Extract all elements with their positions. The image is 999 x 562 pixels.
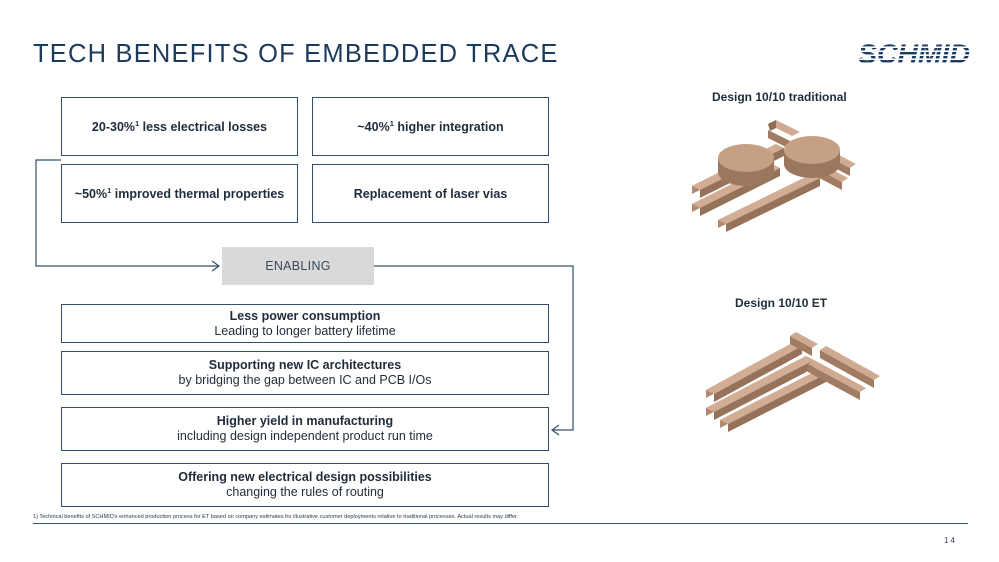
- benefit-box-integration: ~40%1 higher integration: [312, 97, 549, 156]
- enabled-benefit-subtitle: changing the rules of routing: [226, 485, 384, 499]
- benefit-text: 20-30%1 less electrical losses: [91, 118, 268, 135]
- schmid-logo: SCHMID: [858, 40, 970, 66]
- et-design-illustration: [706, 332, 880, 432]
- enabled-benefit-title: Supporting new IC architectures: [208, 358, 402, 372]
- footnote: 1) Technical benefits of SCHMID's enhanc…: [33, 514, 519, 520]
- benefit-text: ~50%1 improved thermal properties: [74, 185, 285, 202]
- benefit-box-electrical-losses: 20-30%1 less electrical losses: [61, 97, 298, 156]
- slide-title: TECH BENEFITS OF EMBEDDED TRACE: [33, 40, 559, 68]
- svg-text:SCHMID: SCHMID: [858, 40, 970, 66]
- design-traditional-caption: Design 10/10 traditional: [712, 90, 847, 104]
- enabled-benefit-ic-architectures: Supporting new IC architectures by bridg…: [61, 351, 549, 395]
- benefit-text: Replacement of laser vias: [353, 186, 508, 201]
- enabled-benefit-title: Less power consumption: [229, 308, 381, 323]
- page-number: 14: [944, 536, 957, 545]
- enabled-benefit-yield: Higher yield in manufacturing including …: [61, 407, 549, 451]
- traditional-design-illustration: [692, 120, 856, 232]
- enabled-benefit-subtitle: Leading to longer battery lifetime: [214, 323, 396, 338]
- benefit-text: ~40%1 higher integration: [357, 118, 504, 135]
- footer-divider: [33, 523, 968, 524]
- benefit-box-thermal: ~50%1 improved thermal properties: [61, 164, 298, 223]
- enabled-benefit-design: Offering new electrical design possibili…: [61, 463, 549, 507]
- enabled-benefit-subtitle: including design independent product run…: [177, 429, 433, 443]
- enabled-benefit-subtitle: by bridging the gap between IC and PCB I…: [178, 373, 432, 387]
- enabled-benefit-title: Higher yield in manufacturing: [216, 414, 394, 428]
- benefit-box-laser-vias: Replacement of laser vias: [312, 164, 549, 223]
- enabling-label: ENABLING: [222, 247, 374, 285]
- design-et-caption: Design 10/10 ET: [735, 296, 828, 310]
- enabled-benefit-power: Less power consumption Leading to longer…: [61, 304, 549, 343]
- enabled-benefit-title: Offering new electrical design possibili…: [178, 470, 432, 484]
